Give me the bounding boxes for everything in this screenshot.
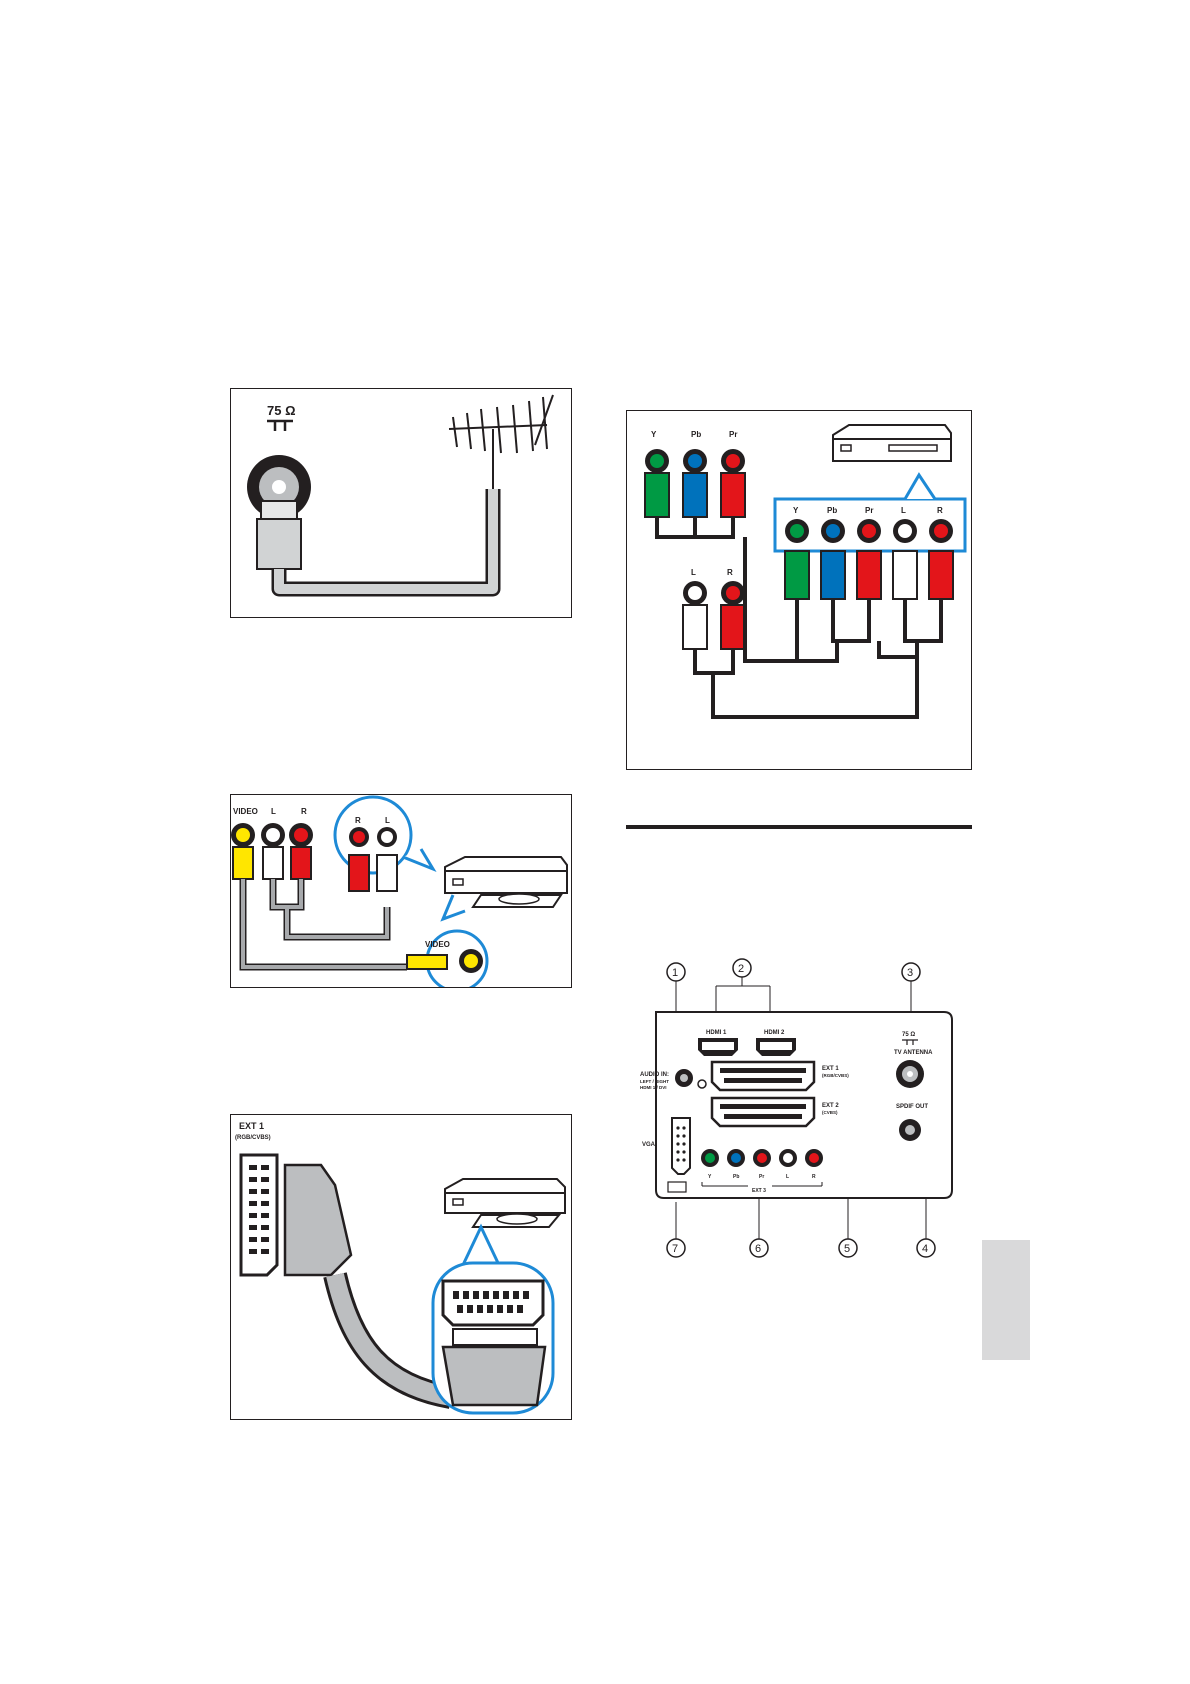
ext3-y-port [705,1153,715,1163]
section-tab [982,1240,1030,1360]
comp-pr-label: Pr [729,430,737,439]
video-label: VIDEO [233,807,258,816]
zoom-circle-audio [333,795,413,875]
l-label: L [271,807,276,816]
ext3-r-label: R [812,1174,816,1180]
scart-plug-tv [283,1163,353,1277]
ext3-r-port [809,1153,819,1163]
service-port [667,1181,687,1193]
comp-y-label: Y [651,430,657,439]
ext3-y-label: Y [708,1174,712,1180]
callout-2-text: 2 [738,963,744,975]
ext1-label: EXT 1 [239,1121,264,1131]
r-label: R [301,807,307,816]
audio-in-sub2: HDMI 1 / DVI [640,1085,667,1090]
scart-socket-tv [239,1153,279,1277]
ext2-port [710,1096,816,1128]
antenna-symbol-icon [267,419,293,431]
green-plug [644,472,670,518]
red-plug-pr [720,472,746,518]
dev-y-label: Y [793,506,799,515]
audio-in-sub1: LEFT / RIGHT [640,1079,669,1084]
blue-plug [682,472,708,518]
comp-r-label: R [727,568,733,577]
box-video-label: VIDEO [425,940,450,949]
dvd-player-icon-component [832,424,952,462]
callout-6-text: 6 [755,1243,761,1255]
aerial-icon [448,394,554,489]
callout-1-text: 1 [672,967,678,979]
vga-port [671,1117,691,1175]
dvd-player-icon [444,856,568,908]
comp-l-label: L [691,568,696,577]
composite-av-diagram: VIDEO L R R L VIDEO [230,794,572,988]
ext3-label: EXT 3 [752,1188,766,1194]
ext1-sub-label: (RGB/CVBS) [235,1135,271,1141]
component-diagram: Y Pb Pr L R Y Pb Pr L R [626,410,972,770]
coax-cable [274,489,498,594]
ext3-l-label: L [786,1174,789,1180]
audio-in-label: AUDIO IN: [640,1072,669,1078]
ext3-pr-label: Pr [759,1174,764,1180]
ext1-port [710,1060,816,1092]
box-l-label: L [385,816,390,825]
ext2-rear-sub: (CVBS) [822,1110,838,1115]
callout-7-text: 7 [672,1243,678,1255]
ohm-label: 75 Ω [267,403,296,418]
tv-antenna-label: TV ANTENNA [894,1050,933,1056]
dev-r-label: R [937,506,943,515]
spdif-label: SPDIF OUT [896,1104,928,1110]
hdmi1-label: HDMI 1 [706,1030,727,1036]
comp-pb-label: Pb [691,430,701,439]
box-r-label: R [355,816,361,825]
ext1-rear-label: EXT 1 [822,1066,839,1072]
ext3-pb-label: Pb [733,1174,739,1180]
dvd-player-icon-scart [444,1178,566,1228]
scart-plug-player [441,1345,547,1407]
callout-3-text: 3 [907,967,913,979]
white-plug [262,846,284,880]
red-plug [290,846,312,880]
hdmi2-label: HDMI 2 [764,1030,785,1036]
ohm-rear-label: 75 Ω [902,1032,915,1038]
callout-5-text: 5 [844,1243,850,1255]
antenna-diagram: 75 Ω [230,388,572,618]
ext3-pb-port [731,1153,741,1163]
ext2-rear-label: EXT 2 [822,1103,839,1109]
dev-l-label: L [901,506,906,515]
ext1-rear-sub: (RGB/CVBS) [822,1073,849,1078]
ext3-pr-port [757,1153,767,1163]
dev-pb-label: Pb [827,506,837,515]
scart-diagram: EXT 1 (RGB/CVBS) [230,1114,572,1420]
callout-4-text: 4 [922,1243,928,1255]
coax-plug [256,518,302,570]
scart-cable [326,1272,453,1406]
vga-label: VGA [642,1142,656,1148]
section-rule [626,825,972,829]
yellow-plug [232,846,254,880]
dev-pr-label: Pr [865,506,873,515]
rear-panel-diagram: 1 2 3 4 5 6 7 HDMI 1 [626,950,972,1268]
ext3-l-port [783,1153,793,1163]
